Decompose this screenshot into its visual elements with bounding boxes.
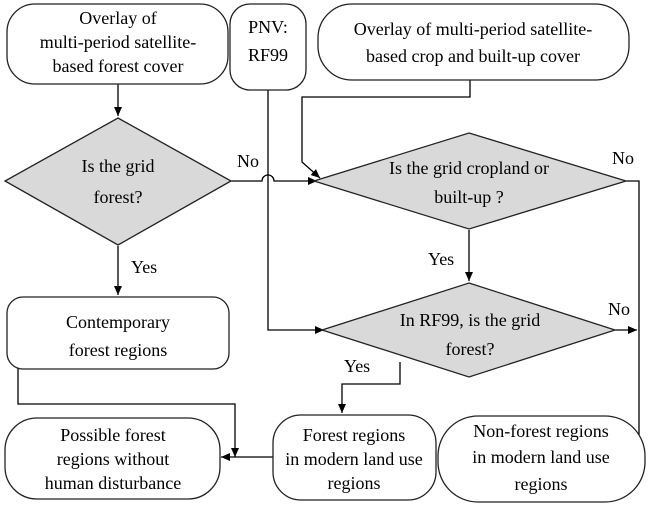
decision-grid-forest: Is the grid forest? xyxy=(3,117,233,246)
node-contemporary-forest: Contemporary forest regions xyxy=(6,296,230,370)
forest-modern-line-3: regions xyxy=(328,473,381,493)
label-qcrop-no: No xyxy=(612,148,634,168)
nonforest-line-1: Non-forest regions xyxy=(473,421,608,441)
node-nonforest-modern: Non-forest regions in modern land use re… xyxy=(437,415,646,503)
nonforest-line-3: regions xyxy=(515,474,568,494)
overlay-forest-line-3: based forest cover xyxy=(53,56,184,76)
edge-labels: No Yes Yes No No Yes xyxy=(131,148,634,376)
edge-pnv-to-qrf99 xyxy=(267,90,324,334)
node-overlay-crop-cover: Overlay of multi-period satellite- based… xyxy=(317,3,630,81)
overlay-crop-line-2: based crop and built-up cover xyxy=(366,46,580,66)
contemporary-line-2: forest regions xyxy=(69,340,167,360)
q-crop-line-1: Is the grid cropland or xyxy=(389,158,549,178)
q-crop-line-2: built-up ? xyxy=(434,187,504,207)
possible-line-3: human disturbance xyxy=(45,473,181,493)
node-forest-modern: Forest regions in modern land use region… xyxy=(272,414,437,501)
q-forest-line-2: forest? xyxy=(94,187,143,207)
node-possible-forest: Possible forest regions without human di… xyxy=(4,417,221,500)
overlay-crop-line-1: Overlay of multi-period satellite- xyxy=(354,19,592,39)
decision-rf99-forest: In RF99, is the grid forest? xyxy=(319,282,618,378)
label-qrf99-no: No xyxy=(608,299,630,319)
label-qcrop-yes: Yes xyxy=(428,249,454,269)
pnv-line-1: PNV: xyxy=(248,17,288,37)
node-pnv: PNV: RF99 xyxy=(229,3,307,91)
pnv-line-2: RF99 xyxy=(248,45,288,65)
q-forest-line-1: Is the grid xyxy=(82,156,155,176)
nonforest-line-2: in modern land use xyxy=(472,447,609,467)
label-qforest-no: No xyxy=(237,151,259,171)
contemporary-line-1: Contemporary xyxy=(66,312,170,332)
forest-modern-line-1: Forest regions xyxy=(303,425,406,445)
overlay-forest-line-2: multi-period satellite- xyxy=(40,32,196,52)
edge-qcrop-no-to-nonforest xyxy=(626,180,643,455)
possible-line-2: regions without xyxy=(57,449,170,469)
edge-qrf99-yes-to-forest-modern xyxy=(338,362,401,413)
forest-modern-line-2: in modern land use xyxy=(285,449,422,469)
label-qforest-yes: Yes xyxy=(131,257,157,277)
overlay-forest-line-1: Overlay of xyxy=(79,8,156,28)
decision-cropland-builtup: Is the grid cropland or built-up ? xyxy=(311,132,629,230)
edge-qforest-no-to-qcrop xyxy=(231,174,317,185)
label-qrf99-yes: Yes xyxy=(344,356,370,376)
q-rf99-line-2: forest? xyxy=(446,339,495,359)
q-rf99-line-1: In RF99, is the grid xyxy=(400,310,541,330)
node-overlay-forest-cover: Overlay of multi-period satellite- based… xyxy=(6,3,229,85)
edge-overlay-crop-to-qcrop xyxy=(301,80,471,179)
possible-line-1: Possible forest xyxy=(60,425,166,445)
